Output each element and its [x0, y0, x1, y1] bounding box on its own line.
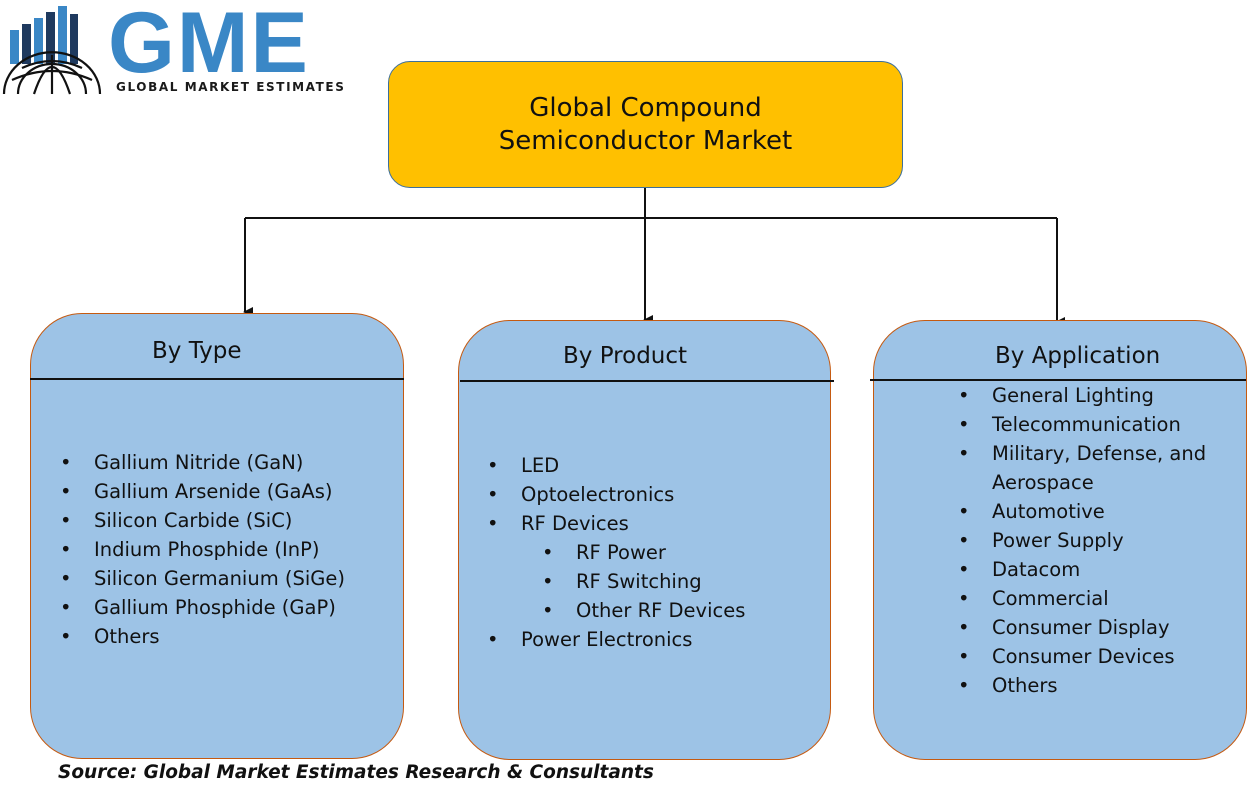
list-item-text: Silicon Carbide (SiC)	[94, 509, 293, 532]
diagram-title: Global Compound Semiconductor Market	[498, 92, 793, 156]
bullet-icon: •	[60, 596, 72, 619]
list-item-text: Automotive	[992, 500, 1105, 523]
category-list-by-type: • Gallium Nitride (GaN) • Gallium Arsenide …	[60, 448, 346, 651]
list-item: • Others	[958, 671, 1227, 700]
list-item-text: Gallium Nitride (GaN)	[94, 451, 304, 474]
bullet-icon: •	[958, 674, 970, 697]
list-item: • Others	[60, 622, 345, 651]
list-item-text: Silicon Germanium (SiGe)	[94, 567, 346, 590]
bullet-icon: •	[542, 541, 554, 564]
list-item-text: Other RF Devices	[576, 599, 746, 622]
category-heading-by-application: By Application	[995, 343, 1161, 369]
title-box: Global Compound Semiconductor Market	[388, 61, 903, 188]
list-item: • Telecommunication	[958, 410, 1227, 439]
bullet-icon: •	[542, 599, 554, 622]
bullet-icon: •	[958, 616, 970, 639]
bullet-icon: •	[487, 512, 499, 535]
category-heading-by-product: By Product	[563, 343, 688, 369]
list-item-text: Datacom	[992, 558, 1081, 581]
list-item-text: Telecommunication	[992, 413, 1181, 436]
list-item: • Consumer Devices	[958, 642, 1227, 671]
list-item: • RF Switching	[542, 567, 745, 596]
logo-subtitle: GLOBAL MARKET ESTIMATES	[116, 80, 346, 94]
category-list-by-product: • LED • Optoelectronics • RF Devices • RF Power…	[487, 451, 746, 654]
list-item-text: Military, Defense, and Aerospace	[992, 442, 1207, 494]
logo-letters: GME	[108, 0, 310, 91]
source-citation: Source: Global Market Estimates Research…	[58, 762, 654, 783]
list-item-text: Gallium Arsenide (GaAs)	[94, 480, 333, 503]
category-box-by-application	[873, 320, 1247, 760]
list-item-text: RF Devices	[521, 512, 629, 535]
list-item: • Other RF Devices	[542, 596, 746, 625]
bullet-icon: •	[60, 567, 72, 590]
list-item: • RF Power	[542, 538, 745, 567]
list-item-text: Power Supply	[992, 529, 1124, 552]
category-list-by-application: • General Lighting • Telecommunication • Mili…	[958, 381, 1227, 700]
list-item-text: RF Switching	[576, 570, 702, 593]
bullet-icon: •	[542, 570, 554, 593]
list-item-text: Gallium Phosphide (GaP)	[94, 596, 336, 619]
bullet-icon: •	[958, 558, 970, 581]
list-item: • Gallium Nitride (GaN)	[60, 448, 345, 477]
list-item: • Commercial	[958, 584, 1227, 613]
list-item-text: Others	[992, 674, 1058, 697]
list-item-text: Consumer Devices	[992, 645, 1175, 668]
bullet-icon: •	[487, 628, 499, 651]
bullet-icon: •	[60, 625, 72, 648]
list-item-text: Optoelectronics	[521, 483, 675, 506]
gme-logo: GME GLOBAL MARKET ESTIMATES	[0, 0, 370, 100]
list-item: • Gallium Arsenide (GaAs)	[60, 477, 345, 506]
category-divider	[460, 380, 834, 382]
bullet-icon: •	[958, 413, 970, 436]
list-item-text: Commercial	[992, 587, 1109, 610]
list-item-text: General Lighting	[992, 384, 1154, 407]
list-item-text: Others	[94, 625, 160, 648]
list-item: • Silicon Carbide (SiC)	[60, 506, 345, 535]
list-item-text: LED	[521, 454, 560, 477]
category-box-by-product	[458, 320, 831, 760]
list-item: • Power Supply	[958, 526, 1227, 555]
list-item-text: RF Power	[576, 541, 666, 564]
bullet-icon: •	[487, 483, 499, 506]
category-heading-by-type: By Type	[152, 338, 242, 364]
bullet-icon: •	[958, 442, 970, 465]
list-item: • Silicon Germanium (SiGe)	[60, 564, 346, 593]
bullet-icon: •	[958, 645, 970, 668]
list-item: • Optoelectronics	[487, 480, 745, 509]
list-item: • RF Devices	[487, 509, 745, 538]
bullet-icon: •	[487, 454, 499, 477]
list-item: • Gallium Phosphide (GaP)	[60, 593, 345, 622]
list-item: • Military, Defense, and Aerospace	[958, 439, 1227, 497]
category-divider	[30, 378, 404, 380]
list-item-text: Consumer Display	[992, 616, 1170, 639]
list-item: • General Lighting	[958, 381, 1227, 410]
list-item-text: Power Electronics	[521, 628, 693, 651]
list-item: • Power Electronics	[487, 625, 745, 654]
bullet-icon: •	[60, 538, 72, 561]
globe-bar-chart-icon	[2, 6, 102, 95]
category-box-by-type	[30, 313, 404, 759]
bullet-icon: •	[958, 587, 970, 610]
bullet-icon: •	[958, 384, 970, 407]
bullet-icon: •	[958, 500, 970, 523]
list-item: • Consumer Display	[958, 613, 1227, 642]
bullet-icon: •	[60, 480, 72, 503]
list-item: • Automotive	[958, 497, 1227, 526]
list-item: • Datacom	[958, 555, 1227, 584]
bullet-icon: •	[958, 529, 970, 552]
bullet-icon: •	[60, 451, 72, 474]
list-item: • LED	[487, 451, 745, 480]
list-item-text: Indium Phosphide (InP)	[94, 538, 320, 561]
list-item: • Indium Phosphide (InP)	[60, 535, 345, 564]
category-divider	[870, 379, 1246, 381]
bullet-icon: •	[60, 509, 72, 532]
